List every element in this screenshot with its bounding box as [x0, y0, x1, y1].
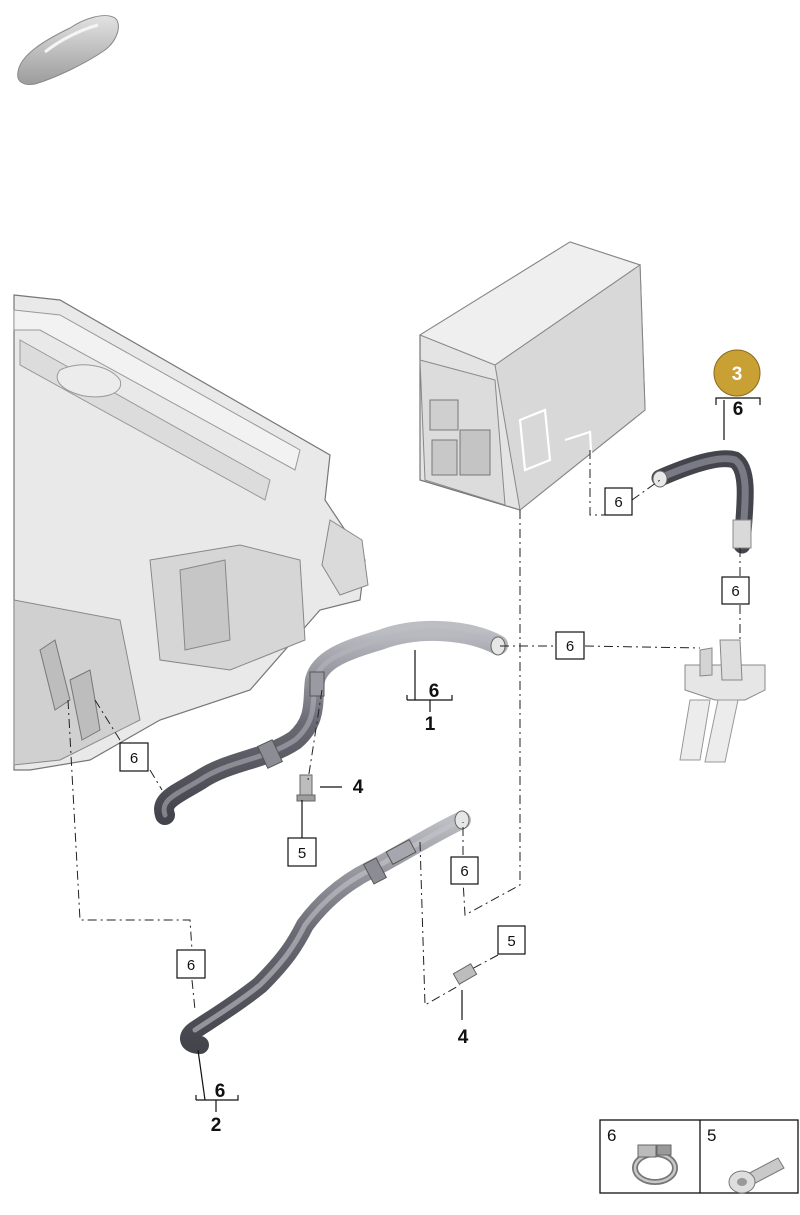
part-label-bolt-lower: 4	[458, 1027, 469, 1048]
bolt-upper	[296, 774, 316, 802]
svg-text:5: 5	[507, 933, 515, 950]
svg-text:2: 2	[211, 1115, 222, 1136]
svg-text:6: 6	[614, 494, 622, 511]
hardware-legend: 6 5	[599, 1119, 799, 1194]
svg-text:6: 6	[607, 1126, 616, 1145]
svg-text:5: 5	[707, 1126, 716, 1145]
leader-lines	[67, 450, 741, 1011]
svg-text:4: 4	[458, 1027, 469, 1048]
part-label-hose-1: 6 1	[425, 681, 440, 735]
callout-box-left: 6	[119, 742, 149, 772]
coolant-hose-3	[651, 450, 754, 554]
svg-text:6: 6	[460, 863, 468, 880]
battery-housing	[13, 294, 369, 771]
svg-text:3: 3	[732, 364, 743, 385]
car-thumbnail-icon	[17, 15, 119, 85]
coolant-hose-2	[180, 810, 471, 1054]
coolant-hose-1	[154, 620, 508, 825]
svg-text:6: 6	[731, 583, 739, 600]
svg-text:6: 6	[187, 957, 195, 974]
callout-box-bolt-lower: 5	[497, 925, 526, 955]
callout-box-lower-left: 6	[176, 949, 206, 979]
callout-box-bolt-upper: 5	[287, 837, 317, 867]
hose-clamp-icon	[632, 1144, 678, 1185]
svg-text:6: 6	[733, 399, 744, 420]
bolt-lower	[452, 963, 478, 985]
svg-text:6: 6	[429, 681, 440, 702]
highlight-badge	[713, 349, 761, 397]
part-label-bolt-upper: 4	[353, 777, 364, 798]
solid-leaders	[195, 397, 761, 1112]
callout-box-center: 6	[555, 631, 585, 660]
svg-text:6: 6	[215, 1081, 226, 1102]
control-unit-housing	[418, 241, 646, 511]
part-label-hose-2: 6 2	[211, 1081, 226, 1136]
bolt-icon	[728, 1157, 785, 1194]
svg-text:4: 4	[353, 777, 364, 798]
svg-text:5: 5	[298, 845, 306, 862]
svg-text:1: 1	[425, 714, 436, 735]
part-label-hose-3: 3 6	[713, 349, 761, 420]
callout-box-lower-mid: 6	[450, 856, 479, 885]
callout-box-top-right: 6	[604, 487, 633, 516]
svg-text:6: 6	[566, 638, 574, 655]
coolant-connector	[679, 639, 766, 763]
callout-box-mid-right: 6	[721, 576, 750, 605]
svg-text:6: 6	[130, 750, 138, 767]
